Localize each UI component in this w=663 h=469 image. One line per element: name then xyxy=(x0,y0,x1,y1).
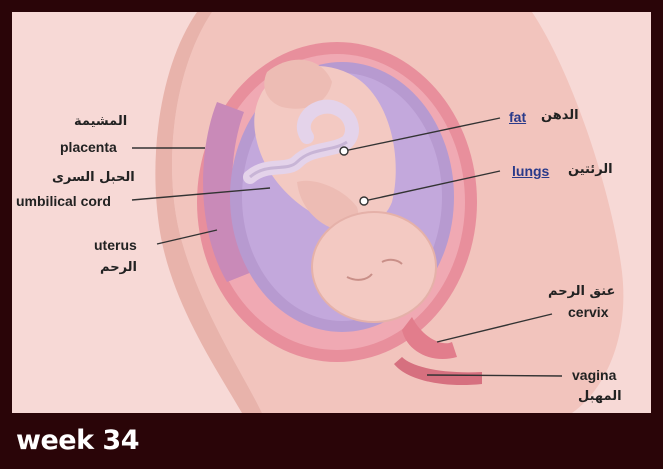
cervix xyxy=(402,317,457,359)
vagina-label: vagina xyxy=(572,367,617,383)
fat-marker xyxy=(339,146,349,156)
lungs-label[interactable]: lungs xyxy=(512,163,550,179)
week-caption: week 34 xyxy=(16,425,140,456)
umbilical-cord-label-ar: الحبل السرى xyxy=(52,170,135,185)
fetus-legs xyxy=(264,59,332,109)
lungs-label-ar: الرئتين xyxy=(568,162,613,177)
placenta-label: placenta xyxy=(60,139,117,155)
lungs-marker xyxy=(359,196,369,206)
placenta-label-ar: المشيمة xyxy=(74,114,128,129)
uterus-label-ar: الرحم xyxy=(100,260,137,275)
vagina-label-ar: المهبل xyxy=(578,389,622,404)
cervix-label-ar: عنق الرحم xyxy=(548,284,616,299)
fetus-illustration xyxy=(131,12,624,413)
umbilical-cord-label: umbilical cord xyxy=(16,193,111,209)
fat-label-ar: الدهن xyxy=(541,108,579,123)
pointer-lines xyxy=(131,117,563,377)
uterus-label: uterus xyxy=(94,237,137,253)
fetus-head xyxy=(312,212,436,322)
illustration-panel: المشيمة placenta الحبل السرى umbilical c… xyxy=(12,12,651,413)
fat-label[interactable]: fat xyxy=(509,109,527,125)
cervix-label: cervix xyxy=(568,304,609,320)
mother-body-shade xyxy=(155,12,262,413)
vagina xyxy=(394,357,482,386)
